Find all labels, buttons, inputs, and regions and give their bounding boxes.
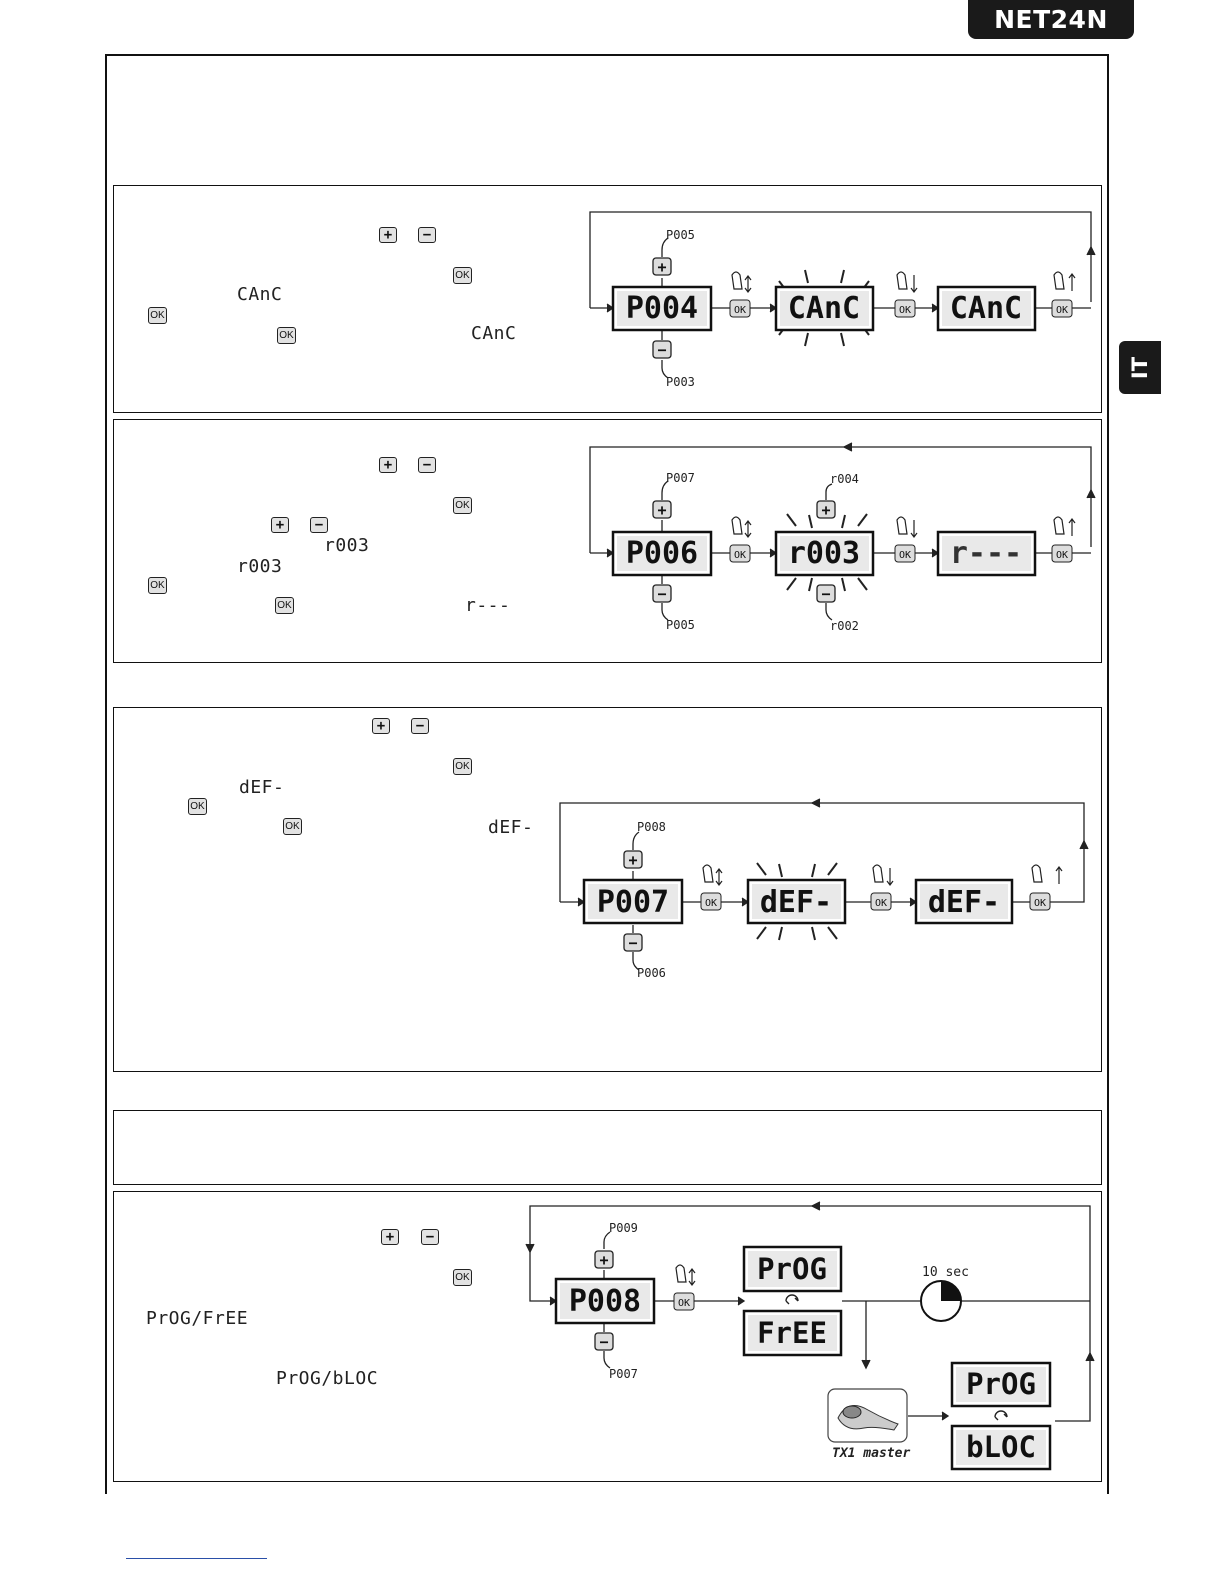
hand-press-icon bbox=[897, 272, 917, 292]
minus-button-icon: − bbox=[418, 457, 436, 473]
diagram-label-up: P007 bbox=[666, 471, 695, 485]
plus-button-icon: + bbox=[379, 457, 397, 473]
code-prog-bloc: PrOG/bLOC bbox=[276, 1368, 378, 1389]
code-cancel: CAnC bbox=[471, 323, 516, 344]
language-tab-label: IT bbox=[1128, 356, 1152, 378]
minus-key-icon: − bbox=[657, 341, 666, 359]
ok-key-icon: OK bbox=[875, 898, 887, 909]
diagram-label-down: P003 bbox=[666, 375, 695, 389]
remote-control-icon bbox=[828, 1389, 907, 1442]
cancel-flow-diagram: P005 P003 + − P004 CAnC CAnC OK OK OK bbox=[580, 205, 1100, 405]
reset-flow-diagram: P007 P005 r004 r002 + − + − P006 r003 r-… bbox=[580, 440, 1100, 650]
diagram-label-blink-down: r002 bbox=[830, 619, 859, 633]
plus-key-icon: + bbox=[599, 1251, 608, 1269]
minus-button-icon: − bbox=[310, 517, 328, 533]
hand-press-hold-icon bbox=[732, 272, 751, 292]
diagram-label-up: P009 bbox=[609, 1221, 638, 1235]
lcd-display: dEF- bbox=[928, 885, 1000, 920]
hand-release-icon bbox=[1032, 865, 1062, 884]
plus-button-icon: + bbox=[372, 718, 390, 734]
lcd-display: P004 bbox=[626, 291, 698, 326]
plus-key-icon: + bbox=[821, 501, 830, 519]
lcd-display: CAnC bbox=[950, 291, 1022, 326]
ok-button-icon: OK bbox=[453, 758, 472, 775]
diagram-label-blink-up: r004 bbox=[830, 472, 859, 486]
code-cancel: CAnC bbox=[237, 284, 282, 305]
ok-button-icon: OK bbox=[283, 818, 302, 835]
plus-key-icon: + bbox=[628, 851, 637, 869]
code-reset-done: r--- bbox=[465, 595, 510, 616]
hand-press-hold-icon bbox=[676, 1265, 695, 1285]
ok-button-icon: OK bbox=[148, 307, 167, 324]
remote-label: TX1 master bbox=[832, 1446, 910, 1461]
ok-key-icon: OK bbox=[1056, 305, 1068, 316]
plus-key-icon: + bbox=[657, 501, 666, 519]
lcd-display: P006 bbox=[626, 536, 698, 571]
ok-key-icon: OK bbox=[1056, 550, 1068, 561]
diagram-label-down: P006 bbox=[637, 966, 666, 980]
ok-key-icon: OK bbox=[734, 550, 746, 561]
minus-button-icon: − bbox=[418, 227, 436, 243]
hand-press-icon bbox=[873, 865, 893, 885]
hand-press-icon bbox=[897, 517, 917, 537]
footer-link-underline bbox=[126, 1558, 267, 1559]
ok-key-icon: OK bbox=[899, 550, 911, 561]
lcd-display: r--- bbox=[950, 536, 1022, 571]
cycle-icon bbox=[995, 1411, 1007, 1420]
hand-release-icon bbox=[1054, 517, 1075, 536]
hand-release-icon bbox=[1054, 272, 1075, 291]
plus-button-icon: + bbox=[379, 227, 397, 243]
code-prog-free: PrOG/FrEE bbox=[146, 1308, 248, 1329]
ok-key-icon: OK bbox=[705, 898, 717, 909]
diagram-label-up: P008 bbox=[637, 820, 666, 834]
program-flow-diagram: P009 P007 10 sec TX1 master + − P008 OK … bbox=[520, 1198, 1100, 1478]
ok-key-icon: OK bbox=[734, 305, 746, 316]
ok-button-icon: OK bbox=[453, 1269, 472, 1286]
lcd-display: P008 bbox=[569, 1284, 641, 1319]
ok-key-icon: OK bbox=[678, 1298, 690, 1309]
ok-button-icon: OK bbox=[148, 577, 167, 594]
note-box bbox=[113, 1110, 1102, 1185]
code-reset: r003 bbox=[237, 556, 282, 577]
minus-button-icon: − bbox=[411, 718, 429, 734]
lcd-display: P007 bbox=[597, 885, 669, 920]
ok-button-icon: OK bbox=[188, 798, 207, 815]
lcd-display: r003 bbox=[788, 536, 860, 571]
diagram-label-up: P005 bbox=[666, 228, 695, 242]
minus-key-icon: − bbox=[599, 1333, 608, 1351]
plus-button-icon: + bbox=[381, 1229, 399, 1245]
lcd-display: CAnC bbox=[788, 291, 860, 326]
minus-key-icon: − bbox=[821, 585, 830, 603]
ok-button-icon: OK bbox=[453, 267, 472, 284]
lcd-display: PrOG bbox=[966, 1367, 1036, 1401]
diagram-label-down: P007 bbox=[609, 1367, 638, 1381]
lcd-display: dEF- bbox=[760, 885, 832, 920]
ok-button-icon: OK bbox=[275, 597, 294, 614]
default-flow-diagram: P008 P006 + − P007 dEF- dEF- OK OK OK bbox=[550, 795, 1090, 985]
timer-label: 10 sec bbox=[922, 1265, 969, 1280]
ok-key-icon: OK bbox=[899, 305, 911, 316]
ok-key-icon: OK bbox=[1034, 898, 1046, 909]
lcd-display: bLOC bbox=[966, 1430, 1036, 1464]
code-default: dEF- bbox=[488, 817, 533, 838]
minus-key-icon: − bbox=[628, 934, 637, 952]
minus-button-icon: − bbox=[421, 1229, 439, 1245]
brand-badge: NET24N bbox=[968, 0, 1134, 39]
plus-key-icon: + bbox=[657, 258, 666, 276]
code-reset: r003 bbox=[324, 535, 369, 556]
hand-press-hold-icon bbox=[732, 517, 751, 537]
minus-key-icon: − bbox=[657, 585, 666, 603]
plus-button-icon: + bbox=[271, 517, 289, 533]
language-tab[interactable]: IT bbox=[1119, 341, 1161, 394]
cycle-icon bbox=[786, 1295, 798, 1304]
hand-press-hold-icon bbox=[703, 865, 722, 885]
ok-button-icon: OK bbox=[277, 327, 296, 344]
diagram-label-down: P005 bbox=[666, 618, 695, 632]
timer-clock-icon bbox=[921, 1281, 961, 1321]
lcd-display: FrEE bbox=[757, 1316, 827, 1350]
code-default: dEF- bbox=[239, 777, 284, 798]
lcd-display: PrOG bbox=[757, 1252, 827, 1286]
ok-button-icon: OK bbox=[453, 497, 472, 514]
